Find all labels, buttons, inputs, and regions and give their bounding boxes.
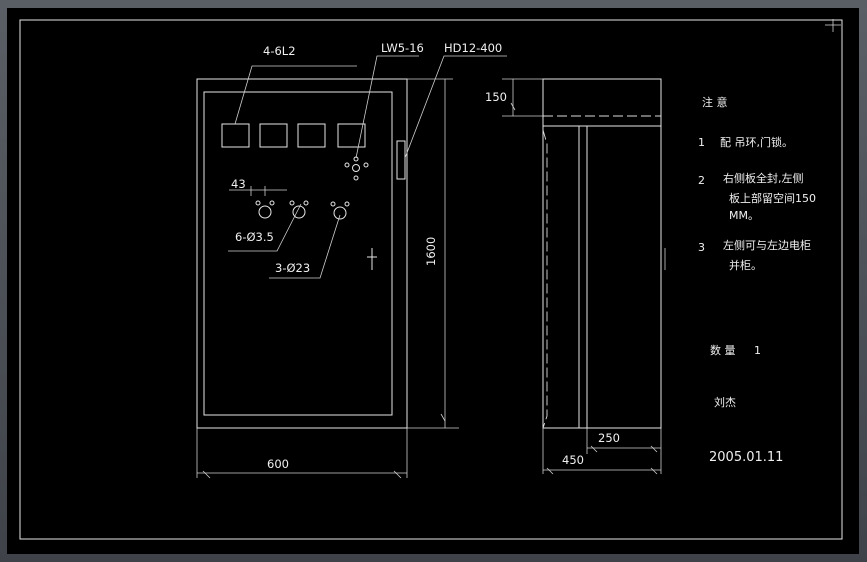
drawing-border — [19, 19, 843, 540]
indicator-lamp-1 — [258, 205, 272, 219]
notes-title: 注 意 — [702, 95, 728, 109]
label-width: 600 — [267, 457, 289, 471]
cabinet-outline — [196, 78, 408, 429]
meter-window-2 — [259, 123, 288, 148]
small-hole — [330, 201, 336, 207]
label-large-holes: 3-Ø23 — [275, 261, 310, 275]
leader-large-holes — [269, 214, 341, 279]
front-view — [196, 55, 507, 479]
quantity-label: 数 量 — [710, 344, 736, 357]
drawing-canvas[interactable]: 4-6L2 LW5-16 HD12-400 43 6-Ø3.5 3-Ø23 16… — [7, 8, 859, 554]
side-view — [502, 78, 666, 475]
note-2-line-2: 板上部留空间150 — [729, 191, 816, 205]
switch-knob — [352, 164, 360, 172]
note-1-text: 配 吊环,门锁。 — [720, 135, 793, 149]
door-panel — [203, 91, 393, 416]
note-3-line-1: 左侧可与左边电柜 — [723, 239, 811, 252]
label-meter-spec: 4-6L2 — [263, 44, 296, 58]
label-dim-43: 43 — [231, 177, 246, 191]
meter-window-3 — [297, 123, 326, 148]
leader-switch — [355, 55, 419, 159]
side-outline — [542, 78, 662, 429]
meter-window-1 — [221, 123, 250, 148]
label-depth: 450 — [562, 453, 584, 467]
label-small-holes: 6-Ø3.5 — [235, 230, 274, 244]
quantity-value: 1 — [754, 344, 761, 357]
switch-hole — [353, 175, 359, 181]
label-height: 1600 — [424, 237, 438, 266]
note-1-number: 1 — [698, 136, 705, 149]
leader-meter — [234, 65, 357, 125]
label-top-offset: 150 — [485, 90, 507, 104]
indicator-lamp-2 — [292, 205, 306, 219]
author-name: 刘杰 — [714, 396, 736, 409]
indicator-lamp-3 — [333, 206, 347, 220]
small-hole — [269, 200, 275, 206]
small-hole — [289, 200, 295, 206]
note-3-line-2: 并柜。 — [729, 258, 762, 272]
meter-window-4 — [337, 123, 366, 148]
cad-drawing: 4-6L2 LW5-16 HD12-400 43 6-Ø3.5 3-Ø23 16… — [19, 19, 843, 540]
small-hole — [303, 200, 309, 206]
label-inner-depth: 250 — [598, 431, 620, 445]
small-hole — [344, 201, 350, 207]
label-breaker-spec: HD12-400 — [444, 41, 502, 55]
switch-hole — [363, 162, 369, 168]
side-hidden-edge — [542, 129, 548, 429]
switch-hole — [344, 162, 350, 168]
small-hole — [255, 200, 261, 206]
note-2-line-3: MM。 — [729, 209, 759, 222]
drawing-date: 2005.01.11 — [709, 450, 783, 465]
leader-breaker — [404, 55, 507, 159]
crosshair-cursor-icon — [825, 19, 841, 32]
breaker-handle — [396, 140, 406, 180]
leader-small-holes — [228, 203, 302, 252]
note-2-number: 2 — [698, 174, 705, 187]
label-switch-spec: LW5-16 — [381, 41, 424, 55]
note-2-line-1: 右侧板全封,左侧 — [723, 171, 804, 185]
note-3-number: 3 — [698, 241, 705, 254]
